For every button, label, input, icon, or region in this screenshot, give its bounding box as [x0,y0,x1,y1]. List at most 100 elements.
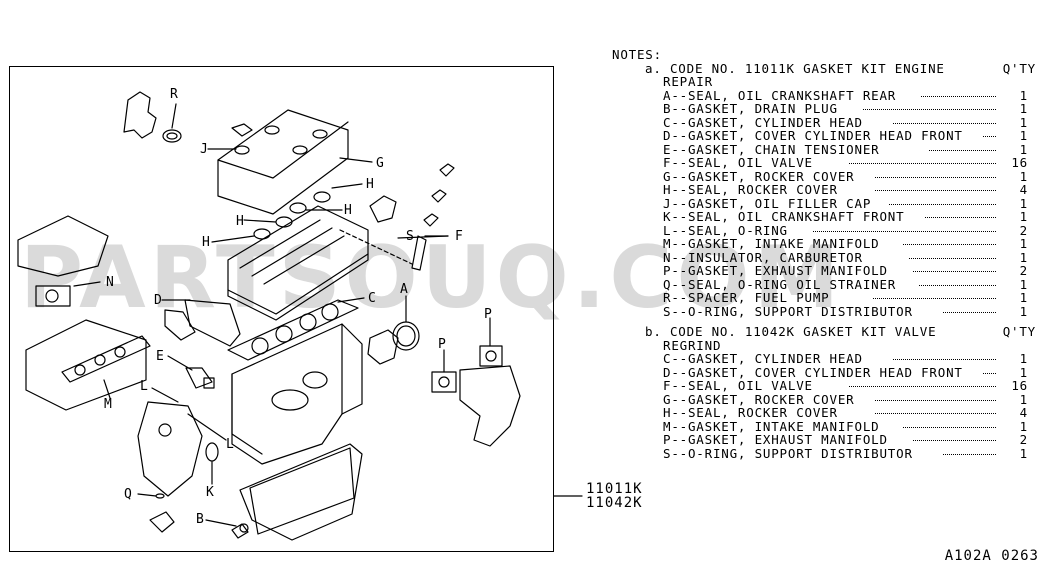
kit-item-qty: 1 [1019,128,1028,143]
kit-item-qty: 2 [1019,263,1028,278]
kit-item-text: F--SEAL, OIL VALVE [663,378,813,393]
kit-item-text: J--GASKET, OIL FILLER CAP [663,195,872,211]
kit-item: D--GASKET, COVER CYLINDER HEAD FRONT 1 [663,129,1042,143]
cylinder-head-gasket-drawing [227,299,359,361]
callout-h-3: H [236,214,244,229]
exploded-diagram-frame [9,66,554,552]
kit-item-qty: 1 [1019,195,1028,211]
callout-q: Q [124,487,132,502]
callout-h-1: H [366,177,374,192]
kit-item-text: Q--SEAL, O-RING OIL STRAINER [663,276,897,292]
kit-item-qty: 1 [1019,141,1028,157]
kit-item-qty: 16 [1011,155,1028,170]
kit-item-text: C--GASKET, CYLINDER HEAD [663,114,863,130]
kit-item-text: D--GASKET, COVER CYLINDER HEAD FRONT [663,128,963,143]
kit-item-text: P--GASKET, EXHAUST MANIFOLD [663,263,888,278]
callout-k: K [206,485,214,500]
kit-item-text: P--GASKET, EXHAUST MANIFOLD [663,432,888,447]
kit-b-qty-header: Q'TY [1002,324,1036,339]
callout-c: C [368,291,376,306]
kit-item-text: G--GASKET, ROCKER COVER [663,168,855,184]
callout-l-2: L [226,437,234,452]
callout-d: D [154,293,162,308]
kit-item-qty: 2 [1019,222,1028,238]
kit-item: C--GASKET, CYLINDER HEAD 1 [663,114,1042,130]
kit-item-qty: 1 [1019,276,1028,292]
callout-j: J [200,142,208,157]
kit-item-text: F--SEAL, OIL VALVE [663,155,813,170]
cylinder-head-drawing [227,205,369,321]
kit-item: P--GASKET, EXHAUST MANIFOLD 2 [663,433,1042,447]
kit-item: L--SEAL, O-RING 2 [663,222,1042,238]
exhaust-manifold-drawing [431,345,521,447]
kit-item-text: H--SEAL, ROCKER COVER [663,405,838,420]
kit-item: H--SEAL, ROCKER COVER 4 [663,406,1042,420]
kit-item-text: M--GASKET, INTAKE MANIFOLD [663,236,880,251]
kit-b-label-cont: REGRIND [663,337,722,353]
callout-r: R [170,87,178,102]
watermark: PARTSOUQ.COM [20,228,844,328]
callout-h-2: H [344,203,352,218]
fuel-pump-spacer-drawing [123,91,182,143]
callout-l-1: L [140,379,148,394]
callout-n: N [106,275,114,290]
front-cover-drawing [137,401,203,497]
kit-item-qty: 1 [1019,101,1028,116]
kit-item-text: N--INSULATOR, CARBURETOR [663,249,863,265]
rocker-cover-drawing [217,109,349,215]
kit-item-text: R--SPACER, FUEL PUMP [663,290,830,305]
kit-item-qty: 1 [1019,209,1028,224]
kit-item-qty: 1 [1019,114,1028,130]
kit-item-text: A--SEAL, OIL CRANKSHAFT REAR [663,87,897,103]
kit-item: Q--SEAL, O-RING OIL STRAINER 1 [663,276,1042,292]
kit-item-qty: 1 [1019,168,1028,184]
kit-item: F--SEAL, OIL VALVE 16 [663,156,1042,170]
callout-m: M [104,397,112,412]
kit-item: G--GASKET, ROCKER COVER 1 [663,168,1042,184]
kit-b-label: b. CODE NO. 11042K GASKET KIT VALVE [645,324,937,339]
kit-item-qty: 2 [1019,432,1028,447]
callout-p-2: P [438,337,446,352]
oil-pan-drawing [239,443,363,541]
kit-item-qty: 1 [1019,249,1028,265]
kit-a: a. CODE NO. 11011K GASKET KIT ENGINE Q'T… [612,60,1042,319]
kit-item-qty: 4 [1019,405,1028,420]
kit-item-text: H--SEAL, ROCKER COVER [663,182,838,197]
kit-item-text: S--O-RING, SUPPORT DISTRIBUTOR [663,445,913,461]
kit-a-title: a. CODE NO. 11011K GASKET KIT ENGINE Q'T… [645,60,1042,76]
callout-p-1: P [484,307,492,322]
callout-a: A [400,282,408,297]
kit-item: F--SEAL, OIL VALVE 16 [663,379,1042,393]
kit-b-title: b. CODE NO. 11042K GASKET KIT VALVE Q'TY [645,325,1042,339]
kit-item-qty: 16 [1011,378,1028,393]
kit-item-text: D--GASKET, COVER CYLINDER HEAD FRONT [663,364,963,380]
kit-item-text: L--SEAL, O-RING [663,222,788,238]
kit-item: N--INSULATOR, CARBURETOR 1 [663,249,1042,265]
callout-b: B [196,512,204,527]
kit-item: P--GASKET, EXHAUST MANIFOLD 2 [663,264,1042,278]
kit-a-label: a. CODE NO. 11011K GASKET KIT ENGINE [645,60,945,76]
callout-e: E [156,349,164,364]
engine-block-drawing [231,323,363,465]
kit-item-qty: 1 [1019,418,1028,434]
kit-item-qty: 1 [1019,87,1028,103]
kit-item-qty: 1 [1019,290,1028,305]
kit-a-qty-header: Q'TY [1002,60,1036,76]
callout-f: F [455,229,463,244]
kit-item-qty: 1 [1019,391,1028,407]
intake-manifold-drawing [17,215,151,411]
callout-h-4: H [202,235,210,250]
callout-s: S [406,229,414,244]
notes-heading: NOTES: [612,47,662,62]
kit-item-text: E--GASKET, CHAIN TENSIONER [663,141,880,157]
